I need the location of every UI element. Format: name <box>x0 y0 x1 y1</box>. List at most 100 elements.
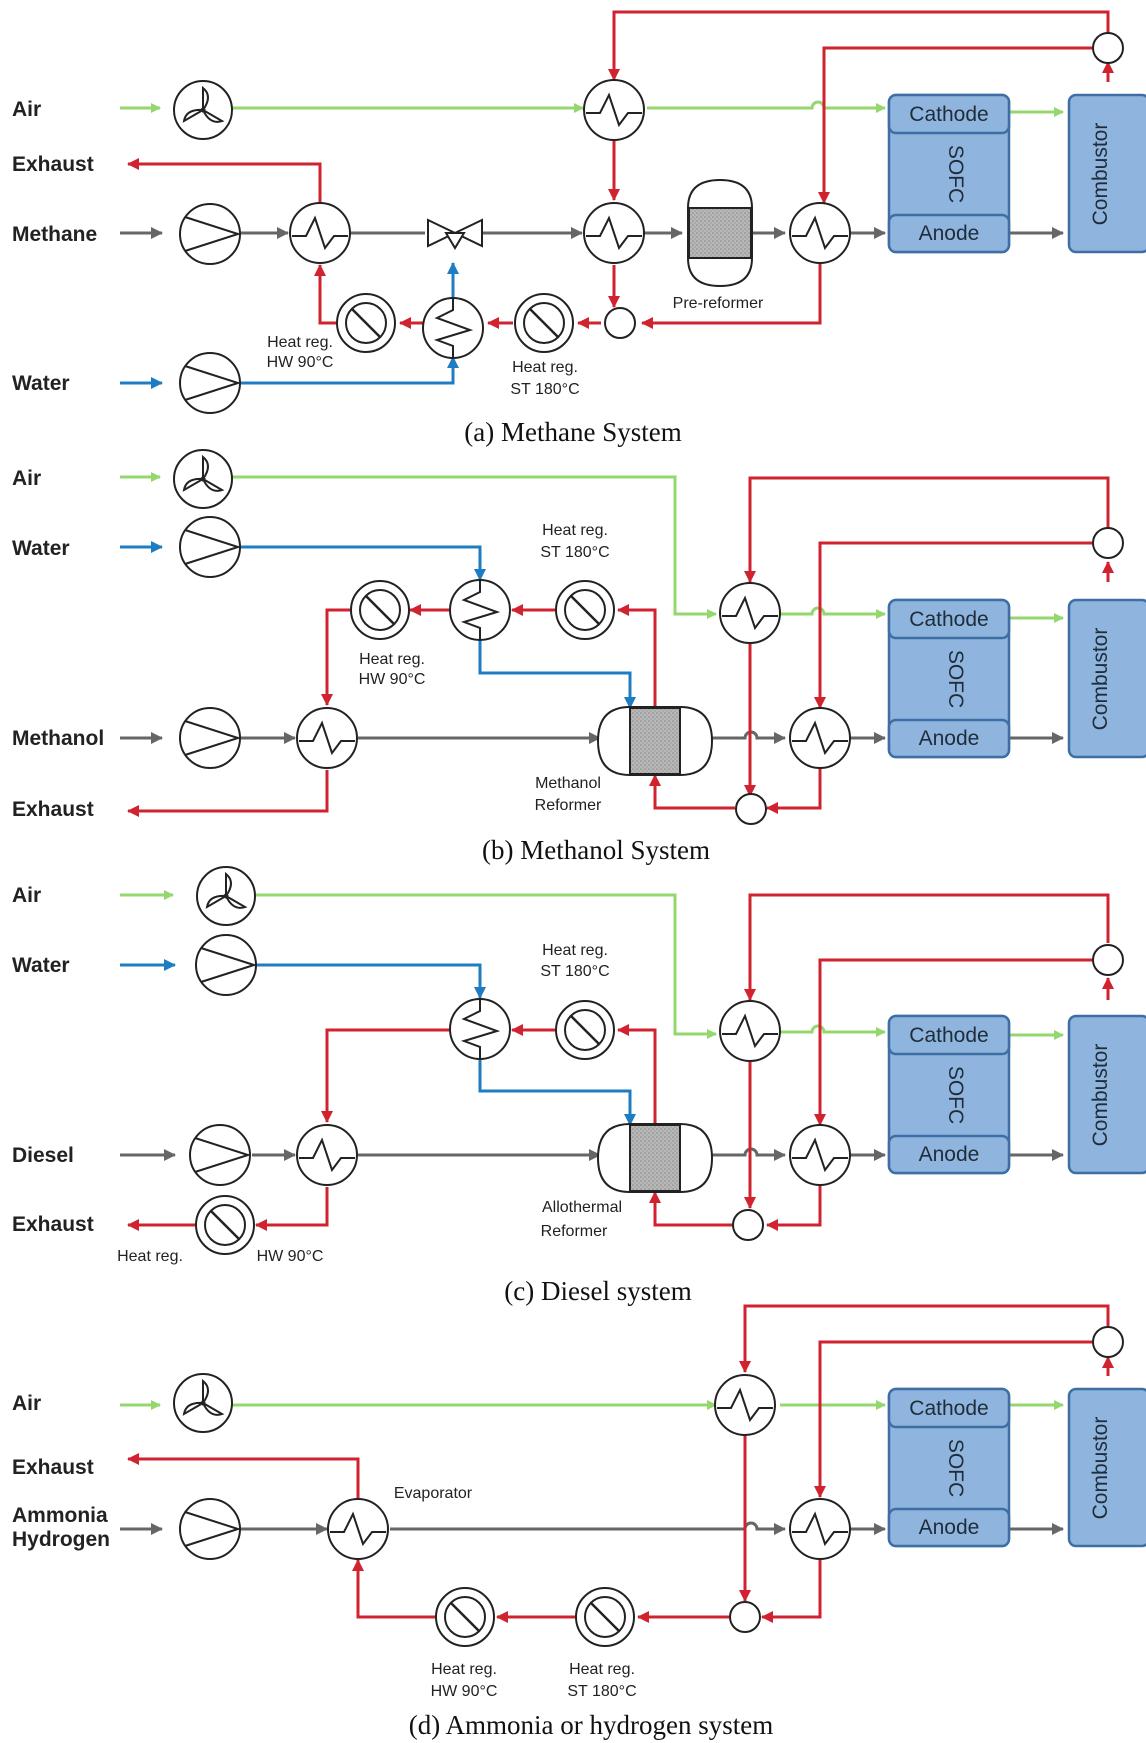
combustor-label: Combustor <box>1089 1044 1112 1147</box>
fuel-pump <box>179 707 242 769</box>
panel-diesel-system: Cathode Anode SOFC Combustor Air Water D… <box>12 866 1146 1306</box>
reformer-label-1: Allothermal <box>542 1199 622 1216</box>
air-blower <box>173 80 233 140</box>
caption-d: (d) Ammonia or hydrogen system <box>409 1710 773 1740</box>
methanol-reformer <box>596 706 714 776</box>
heat-regulator-st <box>514 293 574 353</box>
anode-label: Anode <box>919 222 980 245</box>
sofc-label: SOFC <box>944 145 967 203</box>
splitter <box>735 793 767 825</box>
air-stream <box>120 890 1064 1040</box>
splitter <box>604 307 636 339</box>
mixing-valve <box>427 218 483 250</box>
hr-hw-label-2: HW 90°C <box>359 671 426 688</box>
anode-label: Anode <box>919 727 980 750</box>
anode-label: Anode <box>919 1516 980 1539</box>
combustor-label: Combustor <box>1089 1417 1112 1520</box>
heat-exchanger-anode <box>789 1124 851 1186</box>
fuel-pump <box>189 1124 252 1186</box>
hr-hw-label-1: Heat reg. <box>117 1248 183 1265</box>
sofc-label: SOFC <box>944 1066 967 1124</box>
fuel-pump <box>179 1498 242 1560</box>
hr-st-label-1: Heat reg. <box>542 942 608 959</box>
water-label: Water <box>12 537 70 560</box>
fuel-label: Diesel <box>12 1144 74 1167</box>
evaporator <box>327 1498 389 1560</box>
heat-regulator-st <box>575 1587 635 1647</box>
combustor-label: Combustor <box>1089 628 1112 731</box>
water-stream <box>120 541 636 709</box>
heat-regulator-st <box>555 580 615 640</box>
water-pump <box>179 352 242 414</box>
water-label: Water <box>12 372 70 395</box>
splitter <box>732 1209 764 1241</box>
fuel-label: Methane <box>12 223 97 246</box>
heat-regulator-hw <box>350 580 410 640</box>
heat-regulator-hw <box>435 1587 495 1647</box>
combustor-splitter <box>1092 527 1124 559</box>
hot-streams <box>127 1304 1114 1623</box>
combustor: Combustor <box>1067 1014 1146 1175</box>
heat-exchanger-air <box>583 79 645 141</box>
sofc-label: SOFC <box>944 1439 967 1497</box>
hr-st-label-1: Heat reg. <box>542 522 608 539</box>
fuel-label-2: Hydrogen <box>12 1528 110 1551</box>
heat-regulator-hw <box>336 293 396 353</box>
heat-exchanger-air <box>719 1000 781 1062</box>
hr-hw-label-1: Heat reg. <box>431 1661 497 1678</box>
hr-st-label-1: Heat reg. <box>512 359 578 376</box>
combustor-label: Combustor <box>1089 123 1112 226</box>
water-pump <box>195 934 258 996</box>
hr-st-label-2: ST 180°C <box>510 381 579 398</box>
air-label: Air <box>12 467 41 490</box>
hot-streams <box>127 893 1114 1231</box>
panel-methanol-system: Cathode Anode SOFC Combustor Air Water M… <box>12 449 1146 865</box>
combustor: Combustor <box>1067 598 1146 759</box>
exhaust-label: Exhaust <box>12 153 94 176</box>
heat-exchanger-anode <box>789 202 851 264</box>
hr-st-label-2: ST 180°C <box>567 1683 636 1700</box>
sofc-label: SOFC <box>944 650 967 708</box>
hr-hw-label-2: HW 90°C <box>431 1683 498 1700</box>
heat-exchanger-air <box>714 1374 776 1436</box>
heat-exchanger-fuel-mid <box>583 202 645 264</box>
water-pump <box>179 516 242 578</box>
heat-exchanger-anode <box>789 707 851 769</box>
air-stream <box>120 472 1064 623</box>
allothermal-reformer <box>596 1123 714 1193</box>
heat-regulator-st <box>555 1000 615 1060</box>
reformer-label-1: Methanol <box>535 775 601 792</box>
heat-exchanger-fuel-preheat <box>296 1124 358 1186</box>
hr-hw-label-1: Heat reg. <box>267 334 333 351</box>
sofc-stack: Cathode Anode SOFC <box>887 1014 1011 1175</box>
hr-hw-label-2: HW 90°C <box>267 354 334 371</box>
heat-exchanger-fuel-preheat <box>296 707 358 769</box>
steam-generator <box>449 998 511 1060</box>
anode-label: Anode <box>919 1143 980 1166</box>
combustor-splitter <box>1092 1326 1124 1358</box>
hot-streams <box>127 476 1114 817</box>
caption-c: (c) Diesel system <box>504 1276 691 1306</box>
water-stream <box>120 262 459 389</box>
fuel-pump <box>179 203 242 265</box>
exhaust-label: Exhaust <box>12 798 94 821</box>
steam-generator <box>422 297 484 359</box>
pre-reformer <box>687 178 753 288</box>
caption-a: (a) Methane System <box>464 417 681 447</box>
panel-ammonia-hydrogen-system: Cathode Anode SOFC Combustor Air Exhaust… <box>12 1304 1146 1740</box>
steam-generator <box>449 579 511 641</box>
fuel-label-1: Ammonia <box>12 1504 108 1527</box>
combustor: Combustor <box>1067 93 1146 254</box>
air-blower <box>173 449 233 509</box>
heat-exchanger-anode <box>789 1498 851 1560</box>
hr-st-label-2: ST 180°C <box>540 963 609 980</box>
evaporator-label: Evaporator <box>394 1485 473 1502</box>
exhaust-label: Exhaust <box>12 1456 94 1479</box>
cathode-label: Cathode <box>909 1024 988 1047</box>
heat-exchanger-air <box>719 582 781 644</box>
combustor-splitter <box>1092 944 1124 976</box>
cathode-label: Cathode <box>909 103 988 126</box>
air-blower <box>173 1373 233 1433</box>
hr-st-label-1: Heat reg. <box>569 1661 635 1678</box>
